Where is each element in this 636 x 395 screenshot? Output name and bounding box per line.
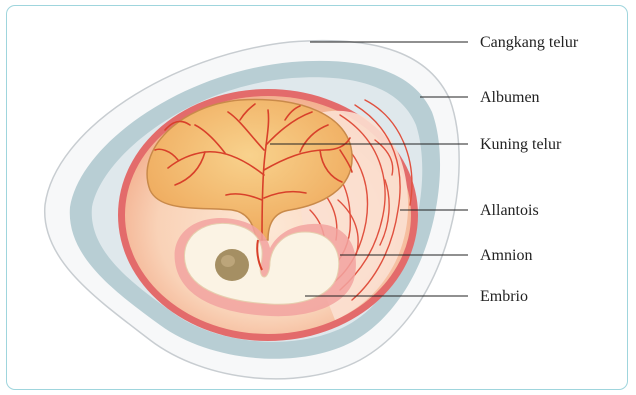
label-amnion: Amnion xyxy=(480,247,532,264)
label-allantois: Allantois xyxy=(480,202,539,219)
label-shell: Cangkang telur xyxy=(480,34,579,51)
label-yolk: Kuning telur xyxy=(480,136,562,153)
embryo-eye-highlight xyxy=(221,255,235,267)
label-albumen: Albumen xyxy=(480,89,540,106)
label-embryo: Embrio xyxy=(480,288,528,305)
